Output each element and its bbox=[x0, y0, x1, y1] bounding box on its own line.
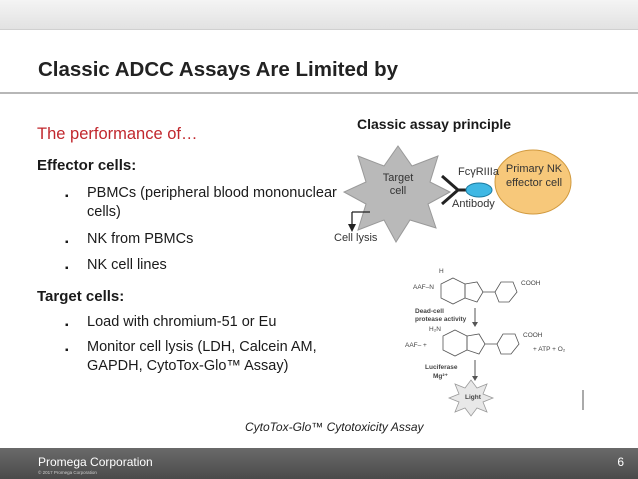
light-label: Light bbox=[465, 394, 481, 401]
mg-label: Mg²⁺ bbox=[433, 373, 448, 380]
dead-cell-label: Dead-cell bbox=[415, 308, 444, 315]
product-ring-2 bbox=[466, 333, 486, 355]
cell-lysis-label: Cell lysis bbox=[334, 232, 378, 244]
substrate-ring-1 bbox=[440, 277, 466, 305]
aafn-label: AAF–N bbox=[413, 284, 434, 291]
bullet-icon: ▪ bbox=[65, 345, 69, 356]
protease-label: protease activity bbox=[415, 316, 467, 323]
nk-effector-cell-shape bbox=[494, 149, 572, 215]
slide-title: Classic ADCC Assays Are Limited by bbox=[38, 58, 399, 81]
reaction-arrowhead-2 bbox=[472, 376, 478, 381]
reaction-arrowhead-1 bbox=[472, 322, 478, 327]
target-heading: Target cells: bbox=[37, 288, 125, 305]
list-item: ▪ PBMCs (peripheral blood mononuclear ce… bbox=[65, 184, 350, 222]
fc-receptor-shape bbox=[465, 182, 493, 198]
adcc-diagram: Target cell FcγRIIIa Antibody Primary NK… bbox=[330, 140, 580, 255]
atp-label: + ATP + O₂ bbox=[533, 346, 566, 353]
receptor-label: FcγRIIIa bbox=[458, 166, 499, 178]
luciferase-label: Luciferase bbox=[425, 364, 458, 371]
diagram-title: Classic assay principle bbox=[357, 116, 512, 132]
h2n-label: H₂N bbox=[429, 326, 441, 333]
effector-item-nk-pbmc: NK from PBMCs bbox=[87, 231, 194, 247]
bullet-icon: ▪ bbox=[65, 191, 69, 202]
lysis-arrowhead bbox=[348, 224, 356, 232]
product-ring-3 bbox=[496, 333, 520, 355]
footer-copyright: © 2017 Promega Corporation bbox=[38, 470, 97, 475]
list-item: ▪ NK from PBMCs bbox=[65, 230, 350, 252]
performance-subtitle: The performance of… bbox=[37, 125, 198, 143]
effector-cell-label: Primary NK effector cell bbox=[505, 163, 563, 189]
title-divider bbox=[0, 92, 638, 94]
effector-item-pbmc: PBMCs (peripheral blood mononuclear cell… bbox=[87, 185, 337, 220]
list-item: ▪ Load with chromium-51 or Eu bbox=[65, 313, 350, 335]
slide-top-bar bbox=[0, 0, 638, 30]
slide-footer bbox=[0, 448, 638, 479]
target-cell-label: Target cell bbox=[382, 172, 414, 197]
h-label: H bbox=[439, 268, 444, 275]
bullet-icon: ▪ bbox=[65, 237, 69, 248]
adcc-diagram-graphic bbox=[342, 145, 572, 243]
target-cell-shape bbox=[342, 145, 452, 243]
bullet-icon: ▪ bbox=[65, 263, 69, 274]
footer-company: Promega Corporation bbox=[38, 455, 153, 469]
cooh-label-1: COOH bbox=[521, 280, 541, 287]
aaf-label: AAF– + bbox=[405, 342, 427, 349]
list-item: ▪ NK cell lines bbox=[65, 256, 350, 278]
target-item-lysis: Monitor cell lysis (LDH, Calcein AM, GAP… bbox=[87, 339, 317, 374]
effector-item-nk-lines: NK cell lines bbox=[87, 257, 167, 273]
cooh-label-2: COOH bbox=[523, 332, 543, 339]
assay-scheme-graphic bbox=[440, 277, 584, 417]
page-number: 6 bbox=[617, 455, 624, 469]
substrate-ring-2 bbox=[464, 281, 484, 303]
target-item-chromium: Load with chromium-51 or Eu bbox=[87, 314, 277, 330]
cytotox-assay-scheme: H AAF–N COOH Dead-cell protease activity… bbox=[395, 268, 595, 422]
product-ring-1 bbox=[442, 329, 468, 357]
list-item: ▪ Monitor cell lysis (LDH, Calcein AM, G… bbox=[65, 338, 350, 376]
effector-heading: Effector cells: bbox=[37, 157, 137, 174]
assay-caption: CytoTox-Glo™ Cytotoxicity Assay bbox=[245, 420, 424, 434]
bullet-icon: ▪ bbox=[65, 320, 69, 331]
substrate-ring-3 bbox=[494, 281, 518, 303]
antibody-label: Antibody bbox=[452, 198, 495, 210]
light-burst-icon bbox=[447, 379, 495, 417]
